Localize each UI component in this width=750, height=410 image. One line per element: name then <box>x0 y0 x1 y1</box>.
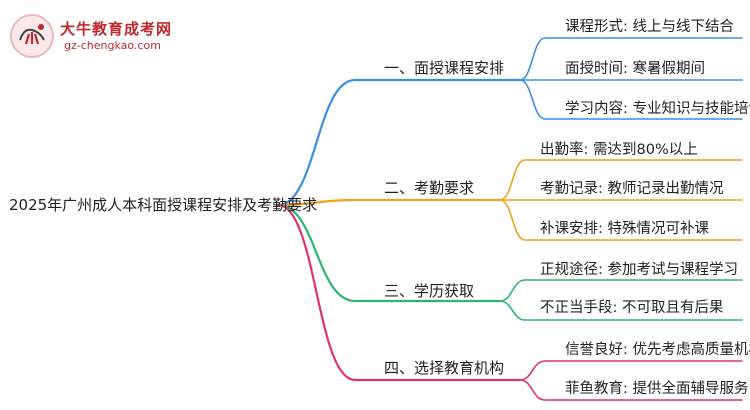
leaf-3-2[interactable]: 不正当手段: 不可取且有后果 <box>540 300 724 316</box>
leaf-connector-4-2 <box>519 379 743 401</box>
branch-connector-3 <box>276 203 502 303</box>
leaf-4-1[interactable]: 信誉良好: 优先考虑高质量机构 <box>565 342 750 358</box>
logo-url: gz-chengkao.com <box>64 39 161 52</box>
logo-badge-icon <box>10 14 54 58</box>
leaf-1-3[interactable]: 学习内容: 专业知识与技能培训 <box>565 101 750 117</box>
branch-label-2[interactable]: 二、考勤要求 <box>384 179 475 197</box>
leaf-connector-1-3 <box>519 79 743 120</box>
leaf-connector-3-2 <box>499 300 743 321</box>
logo-title: 大牛教育成考网 <box>60 20 173 38</box>
root-topic[interactable]: 2025年广州成人本科面授课程安排及考勤要求 <box>9 196 318 214</box>
leaf-connector-2-3 <box>499 199 743 241</box>
branch-label-1[interactable]: 一、面授课程安排 <box>384 59 505 77</box>
leaf-4-2[interactable]: 菲鱼教育: 提供全面辅导服务 <box>565 381 749 397</box>
leaf-2-1[interactable]: 出勤率: 需达到80%以上 <box>540 142 698 158</box>
leaf-1-2[interactable]: 面授时间: 寒暑假期间 <box>565 61 705 77</box>
branch-connector-2 <box>276 198 502 207</box>
leaf-connector-2-1 <box>499 159 743 201</box>
branch-connector-1 <box>276 78 522 207</box>
leaf-2-2[interactable]: 考勤记录: 教师记录出勤情况 <box>540 181 724 197</box>
branch-connector-4 <box>276 203 522 382</box>
branch-label-4[interactable]: 四、选择教育机构 <box>384 359 505 377</box>
branch-label-3[interactable]: 三、学历获取 <box>384 282 475 300</box>
site-logo[interactable]: 大牛教育成考网 gz-chengkao.com <box>10 14 180 58</box>
leaf-connector-4-1 <box>519 360 743 381</box>
leaf-connector-3-1 <box>499 279 743 302</box>
leaf-3-1[interactable]: 正规途径: 参加考试与课程学习 <box>540 262 738 278</box>
leaf-1-1[interactable]: 课程形式: 线上与线下结合 <box>565 19 734 35</box>
leaf-2-3[interactable]: 补课安排: 特殊情况可补课 <box>540 221 709 237</box>
leaf-connector-1-1 <box>519 37 743 81</box>
